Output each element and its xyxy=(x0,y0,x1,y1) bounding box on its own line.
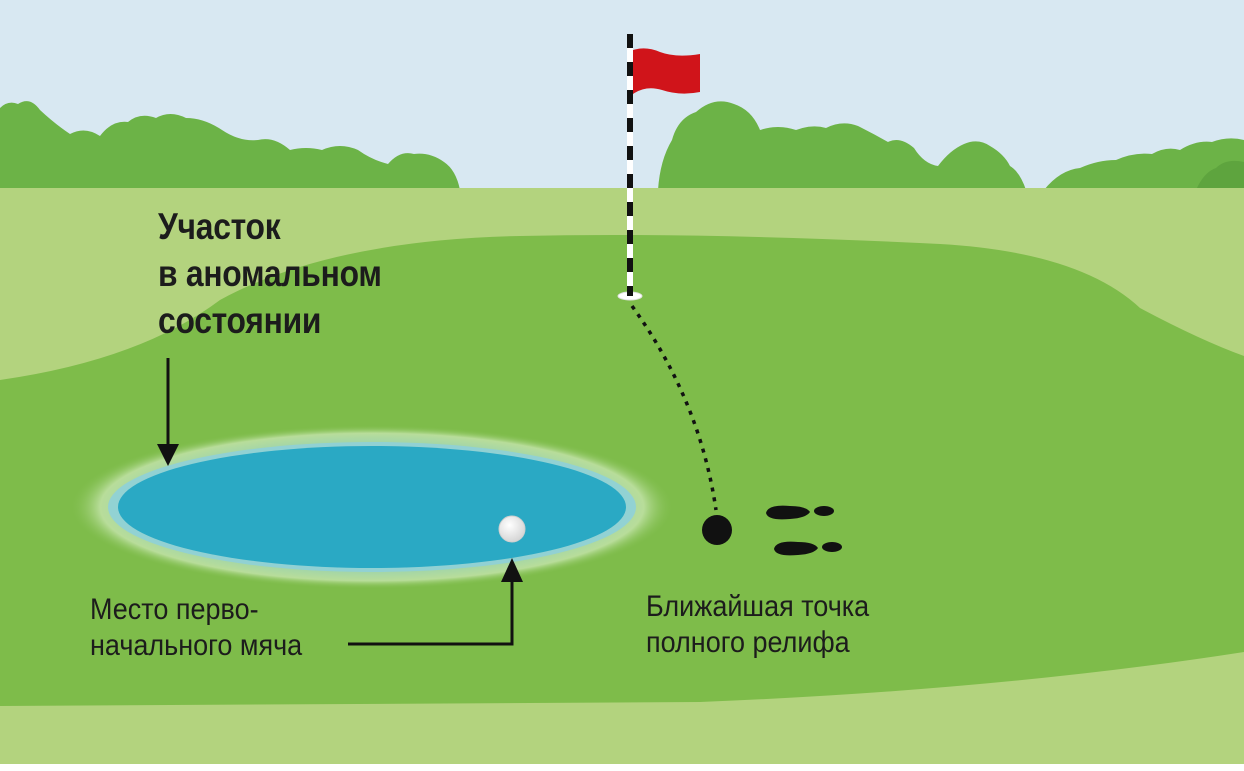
ball-label-line2: начального мяча xyxy=(90,629,303,662)
drop-path xyxy=(630,304,718,511)
hazard-title-line3: состоянии xyxy=(158,300,322,341)
tree-line xyxy=(0,101,1244,190)
footprints-icon xyxy=(766,505,842,556)
relief-point-icon xyxy=(702,515,732,545)
relief-label-line1: Ближайшая точка xyxy=(646,590,870,623)
ball-label: Место перво- начального мяча xyxy=(90,592,302,664)
relief-label-line2: полного релифа xyxy=(646,626,850,659)
hazard-title: Участок в аномальном состоянии xyxy=(158,203,382,344)
relief-label: Ближайшая точка полного релифа xyxy=(646,589,869,661)
ball-label-line1: Место перво- xyxy=(90,593,259,626)
flag-icon xyxy=(617,34,700,301)
hazard-title-line2: в аномальном xyxy=(158,253,382,294)
ball-icon xyxy=(498,515,526,543)
foreground-strip xyxy=(0,764,1244,771)
ball-arrow xyxy=(348,558,523,646)
hazard-title-line1: Участок xyxy=(158,206,281,247)
hazard-arrow xyxy=(157,358,179,466)
